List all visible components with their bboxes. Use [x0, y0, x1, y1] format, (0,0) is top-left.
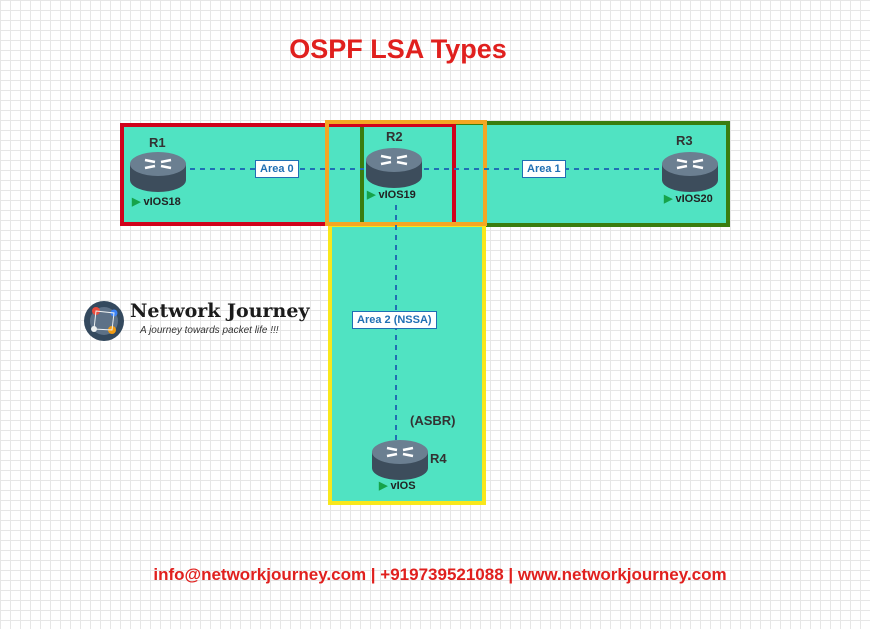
diagram-title: OSPF LSA Types — [289, 34, 507, 64]
play-icon: ▶ — [132, 196, 141, 208]
router-r4-name: R4 — [430, 451, 447, 466]
area0-border — [120, 123, 456, 226]
area0-label: Area 0 — [255, 160, 299, 178]
router-r1-label-text: vIOS18 — [143, 196, 181, 208]
router-r2-label: ▶vIOS19 — [367, 188, 416, 201]
area-horizontal-fill — [122, 123, 728, 225]
router-r1-name: R1 — [149, 135, 166, 150]
area1-label: Area 1 — [522, 160, 566, 178]
play-icon: ▶ — [664, 193, 673, 205]
router-icon[interactable] — [128, 150, 188, 196]
router-r3-label: ▶vIOS20 — [664, 192, 713, 205]
area2-label: Area 2 (NSSA) — [352, 311, 437, 329]
router-r4-label: ▶vIOS — [379, 479, 416, 492]
play-icon: ▶ — [367, 189, 376, 201]
router-r4-label-text: vIOS — [390, 480, 416, 492]
area1-border — [360, 121, 730, 227]
router-r2-label-text: vIOS19 — [378, 189, 416, 201]
router-r3-label-text: vIOS20 — [675, 193, 713, 205]
logo-tagline: A journey towards packet life !!! — [140, 325, 279, 336]
router-icon[interactable] — [364, 146, 424, 192]
r2-highlight-border — [325, 120, 487, 226]
contact-footer: info@networkjourney.com | +919739521088 … — [153, 565, 727, 584]
router-r3-name: R3 — [676, 133, 693, 148]
router-icon[interactable] — [370, 438, 430, 484]
globe-icon — [84, 301, 124, 341]
router-r4-role: (ASBR) — [410, 413, 456, 428]
router-icon[interactable] — [660, 150, 720, 196]
router-r1-label: ▶vIOS18 — [132, 195, 181, 208]
network-journey-logo: Network Journey A journey towards packet… — [82, 296, 312, 348]
logo-title: Network Journey — [130, 300, 310, 322]
play-icon: ▶ — [379, 480, 388, 492]
router-r2-name: R2 — [386, 129, 403, 144]
